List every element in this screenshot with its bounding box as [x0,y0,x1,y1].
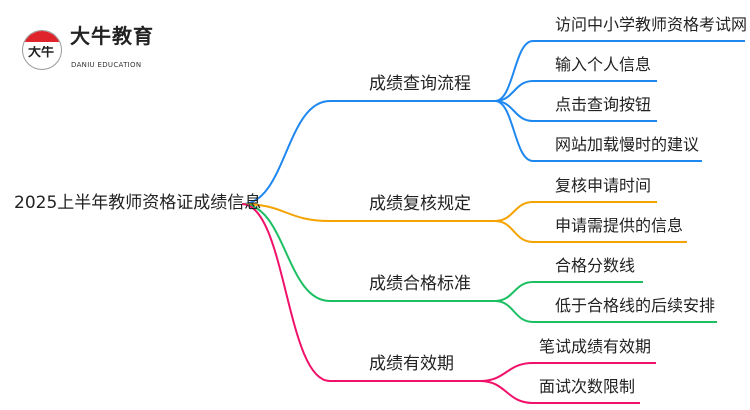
branch-connector [241,203,480,382]
leaf-connector [479,380,640,404]
leaf-node: 访问中小学教师资格考试网 [555,15,748,34]
root-node: 2025上半年教师资格证成绩信息 [14,193,262,213]
leaf-connector [494,300,717,323]
branch-node: 成绩查询流程 [369,74,471,94]
branch-connector [241,203,495,302]
leaf-connector [494,100,702,162]
leaf-node: 复核申请时间 [555,176,652,195]
branch-node: 成绩复核规定 [369,194,471,214]
leaf-node: 笔试成绩有效期 [539,337,652,356]
logo-name: 大牛教育 [70,24,154,48]
leaf-connector [479,362,656,382]
branch-node: 成绩有效期 [369,354,454,374]
leaf-node: 输入个人信息 [555,55,652,74]
logo-mark-icon: 大牛 [22,30,62,70]
leaf-node: 面试次数限制 [539,377,636,396]
leaf-node: 点击查询按钮 [555,95,652,114]
logo: 大牛 大牛教育 DANIU EDUCATION [22,26,222,76]
leaf-connector [494,80,657,102]
branch-connector [241,100,495,205]
leaf-connector [494,40,745,102]
branch-connector [241,203,495,222]
logo-subtitle: DANIU EDUCATION [71,61,142,69]
leaf-node: 网站加载慢时的建议 [555,135,700,154]
leaf-connector [494,201,657,222]
leaf-node: 申请需提供的信息 [555,216,684,235]
branch-node: 成绩合格标准 [369,274,471,294]
leaf-node: 合格分数线 [555,256,636,275]
leaf-node: 低于合格线的后续安排 [555,296,716,315]
leaf-connector [494,220,687,243]
leaf-connector [494,281,643,302]
logo-mark-text: 大牛 [28,46,55,59]
